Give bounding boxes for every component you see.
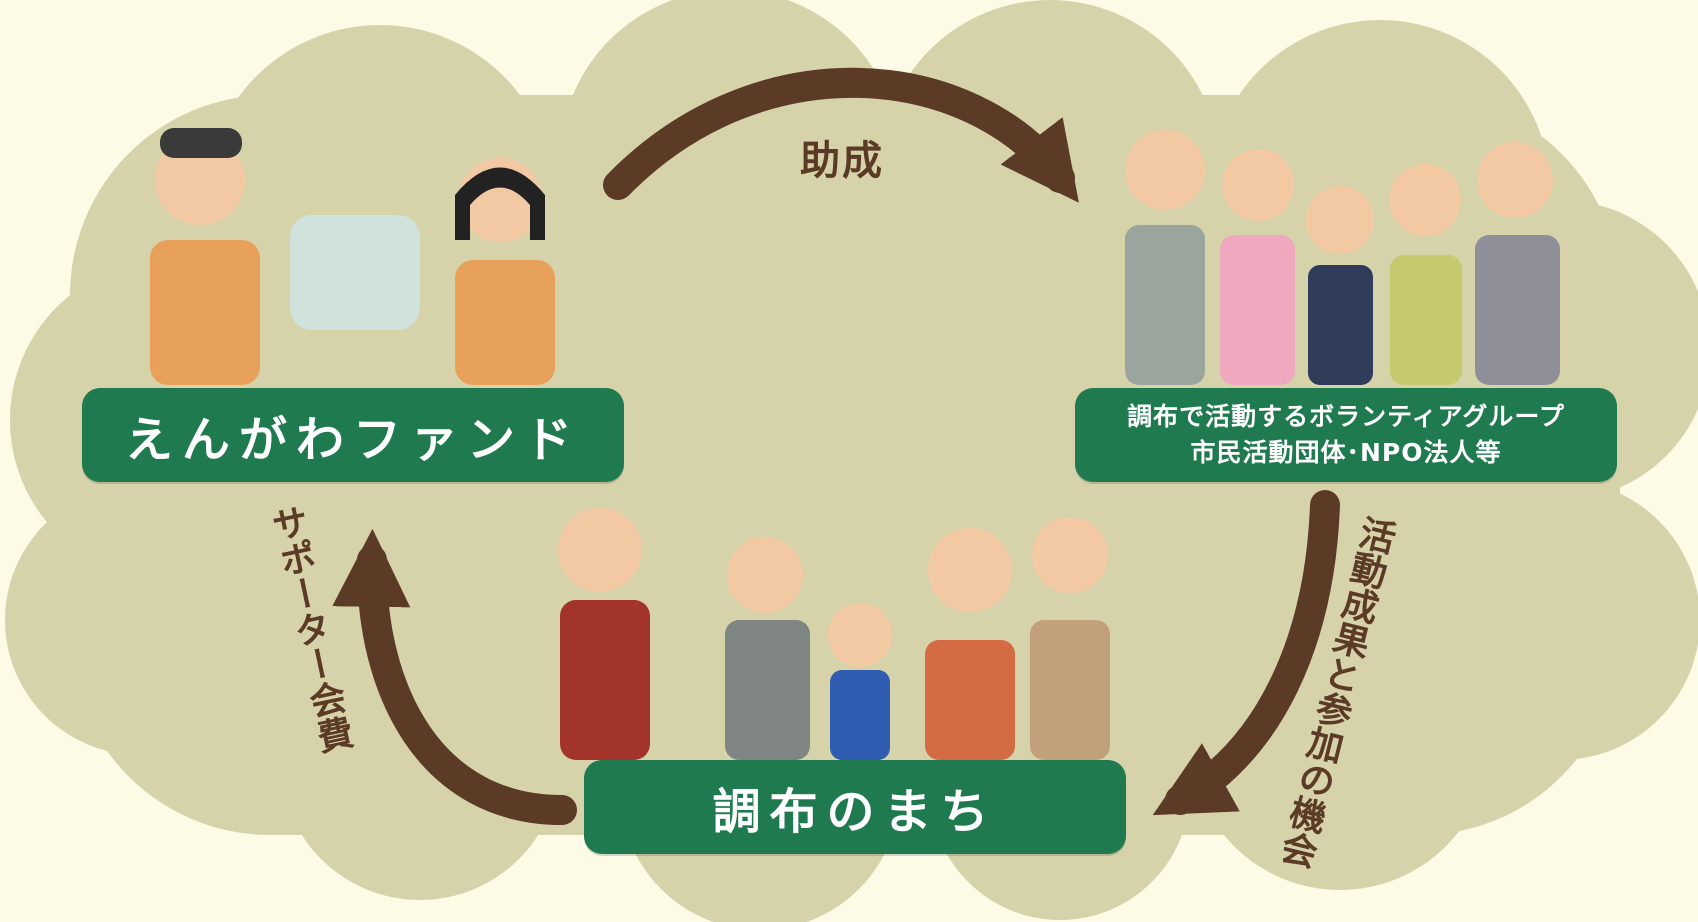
arrow-results bbox=[1152, 490, 1340, 816]
node-enganwa-fund: えんがわファンド bbox=[82, 388, 624, 482]
node-volunteer-groups-line1: 調布で活動するボランティアグループ bbox=[1127, 402, 1565, 431]
fund-staff-illustration bbox=[150, 128, 555, 385]
node-chofu-town: 調布のまち bbox=[584, 760, 1126, 854]
node-volunteer-groups-line2: 市民活動団体･NPO法人等 bbox=[1190, 438, 1502, 467]
volunteer-groups-illustration bbox=[1125, 130, 1560, 385]
edge-label-grant: 助成 bbox=[800, 138, 884, 184]
town-residents-illustration bbox=[558, 508, 1110, 760]
arrow-grant bbox=[603, 67, 1079, 203]
arrow-support bbox=[332, 528, 577, 825]
node-volunteer-groups: 調布で活動するボランティアグループ 市民活動団体･NPO法人等 bbox=[1075, 388, 1617, 482]
